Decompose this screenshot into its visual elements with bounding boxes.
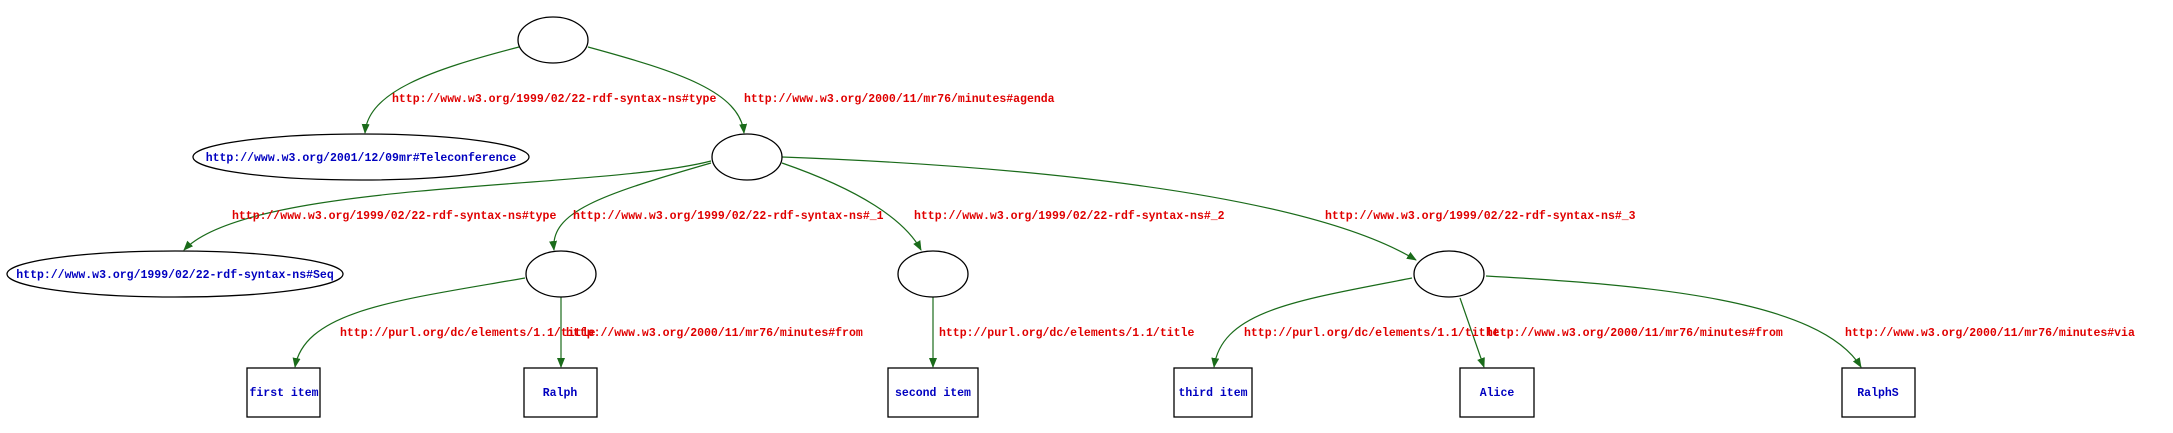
edge-label: http://www.w3.org/2000/11/mr76/minutes#f… xyxy=(566,327,863,340)
node-item-1 xyxy=(525,250,597,298)
edge-agenda-3 xyxy=(781,156,1417,261)
node-label-third-item: third item xyxy=(1178,387,1247,400)
node-alice xyxy=(1459,367,1535,418)
node-root xyxy=(517,16,589,64)
node-third-item xyxy=(1173,367,1253,418)
node-label-first-item: first item xyxy=(249,387,318,400)
edge-agenda-type xyxy=(183,160,712,251)
node-seq xyxy=(6,250,344,298)
edge-agenda-1 xyxy=(549,162,712,251)
edge-label: http://purl.org/dc/elements/1.1/title xyxy=(340,327,595,340)
edge-label: http://www.w3.org/2000/11/mr76/minutes#v… xyxy=(1845,327,2135,340)
node-label-ralphs: RalphS xyxy=(1857,387,1899,400)
node-label-ralph: Ralph xyxy=(543,387,578,400)
node-item-3 xyxy=(1413,250,1485,298)
edge-item3-from xyxy=(1459,297,1485,368)
node-second-item xyxy=(887,367,979,418)
node-item-2 xyxy=(897,250,969,298)
edge-label: http://purl.org/dc/elements/1.1/title xyxy=(939,327,1194,340)
edge-item3-via xyxy=(1485,275,1862,368)
node-ralph xyxy=(523,367,598,418)
edge-label: http://www.w3.org/1999/02/22-rdf-syntax-… xyxy=(232,210,556,223)
edge-item3-title xyxy=(1211,277,1413,368)
edge-label: http://www.w3.org/2000/11/mr76/minutes#f… xyxy=(1486,327,1783,340)
node-agenda xyxy=(711,133,783,181)
node-label-teleconference: http://www.w3.org/2001/12/09mr#Teleconfe… xyxy=(206,152,517,165)
node-label-alice: Alice xyxy=(1480,387,1515,400)
edge-root-type xyxy=(361,46,520,134)
node-first-item xyxy=(246,367,321,418)
edge-label: http://www.w3.org/1999/02/22-rdf-syntax-… xyxy=(1325,210,1636,223)
edge-label: http://www.w3.org/2000/11/mr76/minutes#a… xyxy=(744,93,1055,106)
edge-label: http://purl.org/dc/elements/1.1/title xyxy=(1244,327,1499,340)
edge-label: http://www.w3.org/1999/02/22-rdf-syntax-… xyxy=(573,210,884,223)
node-teleconference xyxy=(192,133,530,181)
edge-label: http://www.w3.org/1999/02/22-rdf-syntax-… xyxy=(392,93,716,106)
edge-item1-title xyxy=(292,277,526,368)
edge-agenda-2 xyxy=(781,162,922,251)
edge-label: http://www.w3.org/1999/02/22-rdf-syntax-… xyxy=(914,210,1225,223)
edge-root-agenda xyxy=(587,46,748,134)
node-ralphs xyxy=(1841,367,1916,418)
node-label-second-item: second item xyxy=(895,387,971,400)
node-label-seq: http://www.w3.org/1999/02/22-rdf-syntax-… xyxy=(16,269,334,282)
